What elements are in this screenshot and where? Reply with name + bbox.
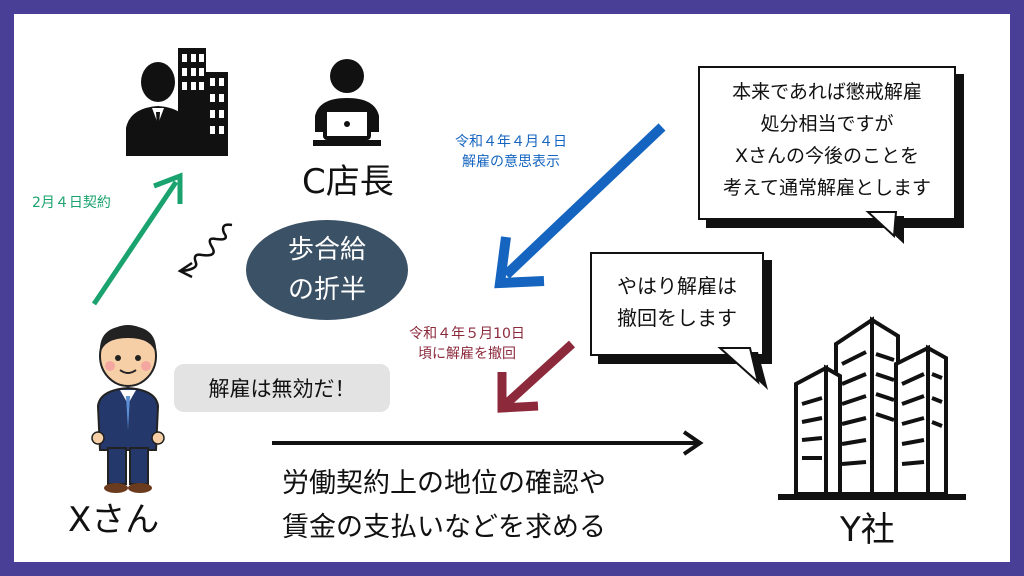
bottom-caption: 労働契約上の地位の確認や 賃金の支払いなどを求める [282,462,702,550]
y-company-label: Y社 [840,510,895,550]
businessman-building-icon [122,44,242,159]
commission-split-ellipse: 歩合給 の折半 [246,220,408,320]
dismissal-text: 解雇の意思表示 [462,154,560,170]
mid-bubble-tail [714,346,774,394]
c-manager-label: C店長 [302,162,394,202]
salaryman-icon [78,320,178,495]
contract-arrow [84,164,194,314]
bubble-top-line-2: 処分相当ですが [760,113,894,135]
bubble-top-line-4: 考えて通常解雇とします [722,177,932,199]
dismissal-label: 令和４年４月４日 解雇の意思表示 [436,132,586,172]
caption-line-2: 賃金の支払いなどを求める [282,512,606,543]
withdraw-text: 頃に解雇を撤回 [418,346,516,362]
diagram-canvas: C店長 2月４日契約 歩合給 の折半 令和４年４月４日 解雇の意思表示 [14,14,1010,562]
ellipse-line-2: の折半 [287,275,366,305]
caption-line-1: 労働契約上の地位の確認や [282,468,606,499]
office-buildings-icon [776,314,968,504]
squiggle-arrow-icon [172,219,242,279]
laptop-user-icon [307,54,387,149]
x-person-label: Xさん [68,500,160,540]
bubble-mid-line-1: やはり解雇は [617,274,737,298]
dismissal-date: 令和４年４月４日 [455,134,567,150]
withdraw-arrow [492,336,582,416]
withdraw-date: 令和４年５月10日 [409,326,525,342]
claim-pill: 解雇は無効だ！ [174,364,390,412]
mid-speech-bubble: やはり解雇は 撤回をします [590,252,764,356]
bubble-top-line-3: Xさんの今後のことを [734,145,920,167]
dismissal-arrow [484,119,674,294]
ellipse-line-1: 歩合給 [287,235,366,265]
bubble-mid-line-2: 撤回をします [617,306,737,330]
contract-label: 2月４日契約 [32,195,111,211]
bubble-top-line-1: 本来であれば懲戒解雇 [732,81,922,103]
withdraw-label: 令和４年５月10日 頃に解雇を撤回 [392,324,542,364]
top-speech-bubble: 本来であれば懲戒解雇 処分相当ですが Xさんの今後のことを 考えて通常解雇としま… [698,66,956,220]
top-bubble-tail [864,210,914,250]
claim-arrow [270,428,710,458]
